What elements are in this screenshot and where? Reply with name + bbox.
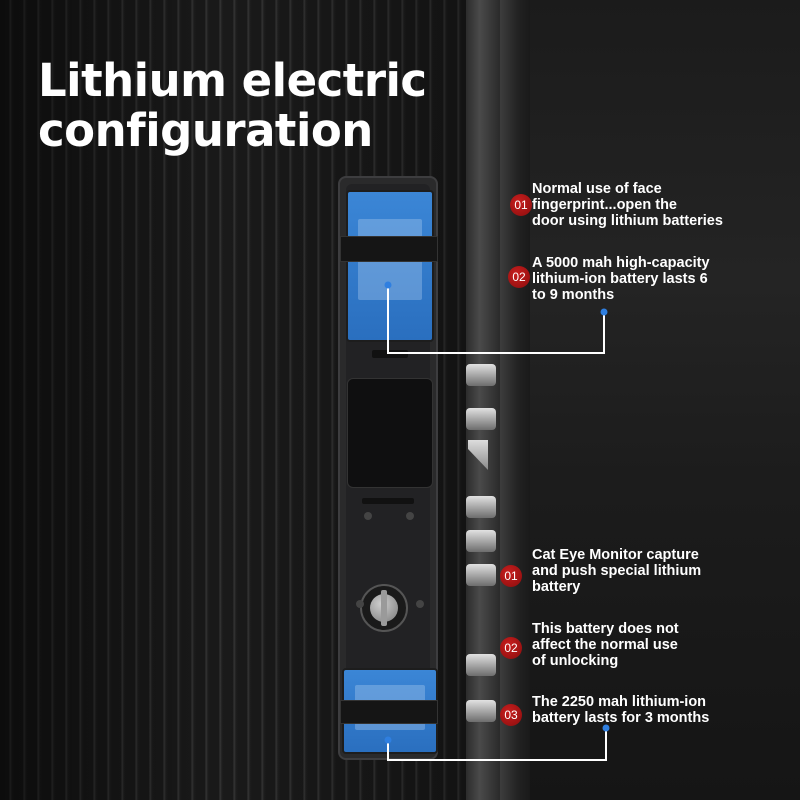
door-edge	[466, 0, 500, 800]
callout-text-line: of unlocking	[532, 653, 619, 669]
title-line-2: configuration	[38, 104, 373, 157]
callout-bottom-1: Cat Eye Monitor capture and push special…	[532, 547, 701, 595]
screw-dot	[356, 600, 364, 608]
battery-strap	[340, 700, 438, 724]
callout-bottom-3: The 2250 mah lithium-ion battery lasts f…	[532, 694, 709, 726]
callout-text-line: battery lasts for 3 months	[532, 710, 710, 726]
callout-bottom-2: This battery does not affect the normal …	[532, 621, 679, 669]
callout-text-line: The 2250 mah lithium-ion	[532, 694, 707, 710]
knob-handle	[381, 590, 387, 626]
callout-text-line: fingerprint...open the	[532, 197, 677, 213]
callout-number-badge: 01	[510, 194, 532, 216]
callout-text-line: door using lithium batteries	[532, 213, 723, 229]
callout-text-line: to 9 months	[532, 287, 615, 303]
callout-text-line: Cat Eye Monitor capture	[532, 547, 699, 563]
battery-strap	[340, 236, 438, 262]
door-bolt-icon	[466, 530, 496, 552]
callout-number-badge: 02	[508, 266, 530, 288]
callout-text-line: Normal use of face	[532, 181, 662, 197]
callout-number-badge: 01	[500, 565, 522, 587]
callout-text-line: and push special lithium	[532, 563, 702, 579]
door-bolt-icon	[466, 700, 496, 722]
callout-text-line: This battery does not	[532, 621, 679, 637]
door-bolt-icon	[466, 654, 496, 676]
door-bolt-icon	[466, 364, 496, 386]
callout-number-badge: 03	[500, 704, 522, 726]
callout-text-line: affect the normal use	[532, 637, 678, 653]
callout-text-line: battery	[532, 579, 581, 595]
indicator-dot	[364, 512, 372, 520]
callout-number-badge: 02	[500, 637, 522, 659]
usb-port	[372, 350, 408, 358]
page-title: Lithium electric configuration	[38, 56, 427, 156]
title-line-1: Lithium electric	[38, 54, 427, 107]
indicator-dot	[406, 512, 414, 520]
lithium-battery-top-icon	[346, 190, 434, 342]
face-recognition-screen	[347, 378, 433, 488]
door-bolt-icon	[466, 408, 496, 430]
callout-top-2: A 5000 mah high-capacity lithium-ion bat…	[532, 255, 710, 303]
door-bolt-icon	[466, 564, 496, 586]
callout-text-line: lithium-ion battery lasts 6	[532, 271, 708, 287]
screw-dot	[416, 600, 424, 608]
door-bolt-icon	[466, 496, 496, 518]
door-frame	[500, 0, 530, 800]
fingerprint-sensor	[362, 498, 414, 504]
callout-top-1: Normal use of face fingerprint...open th…	[532, 181, 723, 229]
background-room	[530, 0, 800, 800]
callout-text-line: A 5000 mah high-capacity	[532, 255, 710, 271]
